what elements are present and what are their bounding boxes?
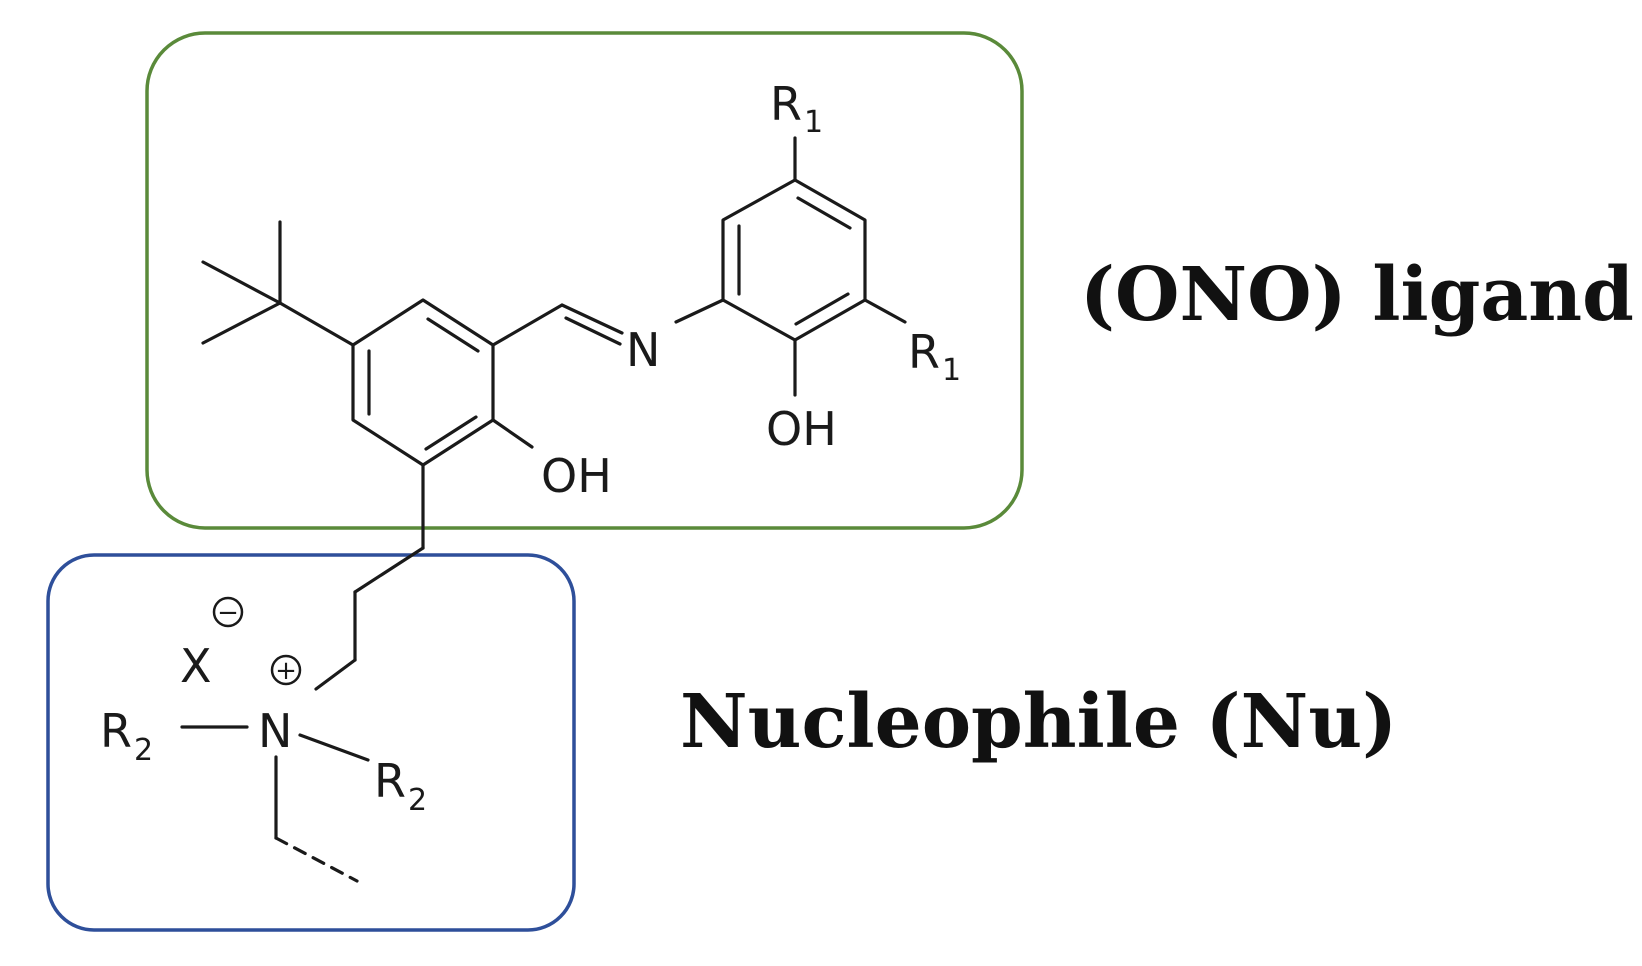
r1-right-subscript: 1: [942, 353, 961, 388]
ligand-box: [145, 31, 1024, 530]
r2-left-subscript: 2: [134, 733, 153, 768]
anion-sign: −: [217, 598, 239, 628]
cation-charge-symbol: +: [270, 654, 302, 686]
ligand-label: (ONO) ligand: [1080, 252, 1634, 338]
nucleophile-label: Nucleophile (Nu): [680, 679, 1397, 765]
anion-charge-symbol: −: [212, 596, 244, 628]
left-hydroxyl-label: OH: [541, 449, 612, 503]
continuation-chain: [274, 755, 359, 883]
r1-top-subscript: 1: [804, 105, 823, 140]
right-benzene-ring: [721, 178, 867, 342]
counterion-x-label: X: [180, 639, 212, 693]
propyl-linker: [314, 463, 425, 691]
r1-top-label: R: [770, 77, 802, 131]
tert-butyl-group: [201, 220, 355, 347]
nucleophile-box: [46, 553, 576, 932]
left-benzene-ring: [351, 298, 495, 467]
r2-right-label: R: [374, 754, 406, 808]
r1-right-label: R: [908, 325, 940, 379]
cation-sign: +: [275, 656, 297, 686]
imine-nitrogen-label: N: [626, 323, 660, 377]
right-hydroxyl-label: OH: [766, 402, 837, 456]
ammonium-nitrogen-label: N: [258, 704, 292, 758]
r2-left-label: R: [100, 704, 132, 758]
r2-right-subscript: 2: [408, 783, 427, 818]
imine-linkage: [491, 298, 725, 347]
